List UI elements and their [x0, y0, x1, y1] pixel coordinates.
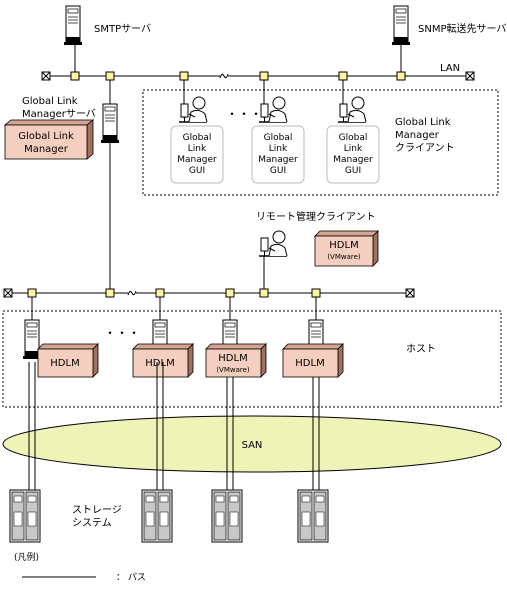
- lan-label: LAN: [440, 63, 460, 74]
- svg-text:HDLM: HDLM: [50, 358, 79, 369]
- svg-text:GUI: GUI: [189, 166, 205, 176]
- svg-text:Manager: Manager: [24, 144, 69, 155]
- glm-server: Global Link Managerサーバ Global Link Manag…: [3, 80, 120, 289]
- glm-gui-box-2: Global Link Manager GUI: [251, 125, 305, 184]
- svg-text:Managerサーバ: Managerサーバ: [22, 108, 96, 120]
- svg-text:Global: Global: [339, 133, 368, 143]
- hdlm-host-4: HDLM: [282, 343, 344, 378]
- smtp-server-label: SMTPサーバ: [94, 23, 151, 35]
- svg-text:Link: Link: [344, 144, 363, 154]
- hdlm-host-2: HDLM: [132, 343, 194, 378]
- svg-text:Manager: Manager: [395, 130, 440, 141]
- svg-text:Global: Global: [183, 133, 212, 143]
- glm-gui-box-3: Global Link Manager GUI: [326, 125, 380, 184]
- svg-text:HDLM: HDLM: [218, 353, 247, 364]
- svg-text:クライアント: クライアント: [395, 142, 455, 154]
- svg-text:HDLM: HDLM: [329, 240, 358, 251]
- svg-text:HDLM: HDLM: [145, 358, 174, 369]
- legend-title: (凡例): [14, 551, 39, 563]
- hdlm-host-1: HDLM: [37, 343, 99, 378]
- svg-text:Global: Global: [264, 133, 293, 143]
- svg-text:(VMware): (VMware): [327, 253, 361, 261]
- glm-server-label: Global Link: [22, 96, 78, 107]
- legend: (凡例) ： パス: [14, 551, 146, 583]
- upper-lan: LAN: [41, 63, 475, 82]
- glm-box-label: Global Link: [18, 131, 74, 142]
- svg-text:Link: Link: [188, 144, 207, 154]
- glm-client-area: ・・・ Global Link Manager GUI Global Link …: [142, 80, 499, 196]
- hdlm-host-3-vmware: HDLM (VMware): [205, 343, 267, 378]
- lower-lan: [3, 287, 415, 299]
- svg-text:Manager: Manager: [258, 155, 298, 165]
- svg-text:HDLM: HDLM: [295, 358, 324, 369]
- remote-hdlm-box: HDLM (VMware): [314, 230, 379, 267]
- san-ellipse: SAN: [2, 415, 502, 473]
- host-label: ホスト: [406, 343, 436, 355]
- remote-management-client: リモート管理クライアント HDLM (VMware): [256, 210, 379, 289]
- storage-systems: ストレージ システム: [9, 489, 329, 543]
- storage-label: ストレージ: [72, 505, 122, 516]
- snmp-server-label: SNMP転送先サーバ: [418, 22, 506, 35]
- svg-text:Manager: Manager: [333, 155, 373, 165]
- remote-client-label: リモート管理クライアント: [256, 210, 376, 223]
- glm-client-label: Global Link: [395, 117, 451, 128]
- glm-gui-box-1: Global Link Manager GUI: [170, 125, 224, 184]
- smtp-server: SMTPサーバ: [63, 5, 151, 72]
- svg-text:(VMware): (VMware): [216, 366, 250, 374]
- host-ellipsis: ・・・: [104, 326, 140, 340]
- svg-text:GUI: GUI: [270, 166, 286, 176]
- svg-text:Link: Link: [269, 144, 288, 154]
- snmp-server: SNMP転送先サーバ: [391, 5, 506, 72]
- svg-text:Manager: Manager: [177, 155, 217, 165]
- san-label: SAN: [242, 440, 263, 451]
- svg-text:GUI: GUI: [345, 166, 361, 176]
- host-area: ホスト ・・・ HDLM HDLM HDLM (VMware): [2, 297, 502, 408]
- legend-path-label: ： パス: [116, 572, 146, 583]
- client-ellipsis: ・・・: [226, 107, 262, 121]
- svg-text:システム: システム: [72, 517, 112, 529]
